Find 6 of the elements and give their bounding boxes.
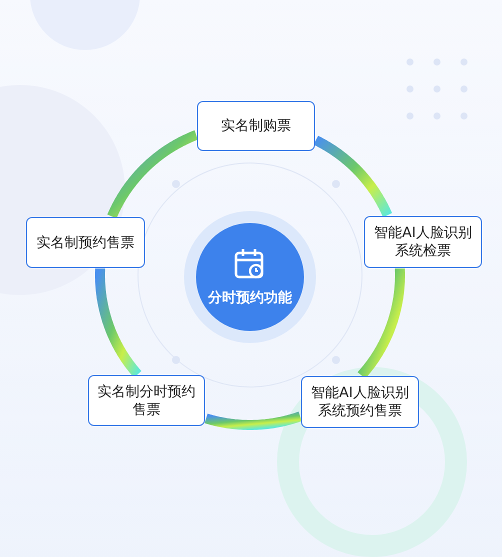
function-box: 智能AI人脸识别系统检票 — [364, 216, 482, 268]
function-box: 智能AI人脸识别系统预约售票 — [301, 376, 419, 428]
function-box: 实名制分时预约售票 — [88, 375, 205, 426]
function-box: 实名制预约售票 — [26, 217, 145, 268]
function-box: 实名制购票 — [197, 101, 315, 151]
center-title: 分时预约功能 — [208, 289, 292, 307]
